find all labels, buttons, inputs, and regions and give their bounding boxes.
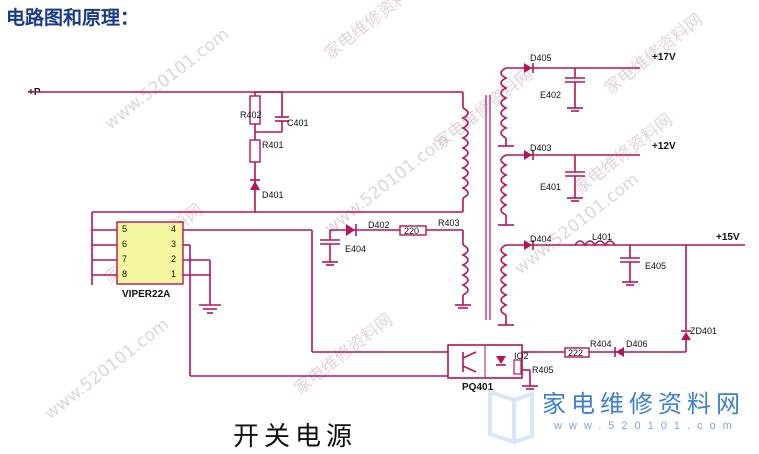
watermark-text: 家电维修资料网 [321, 0, 427, 64]
logo-text: 家电维修资料网 [542, 390, 745, 418]
opto-transistor [462, 351, 477, 373]
ic-pin: 5 [122, 224, 127, 234]
transformer-aux-winding [461, 244, 469, 296]
label-pq401: PQ401 [462, 382, 494, 393]
inductor-l401 [574, 240, 616, 247]
diode-d402 [346, 224, 355, 236]
label-r403: R403 [438, 218, 460, 228]
label-zd401: ZD401 [690, 326, 717, 336]
label-e402: E402 [540, 90, 561, 100]
label-e404: E404 [345, 244, 366, 254]
logo-url: www.520101.com [554, 420, 739, 432]
diode-d403 [524, 150, 532, 160]
resistor-r401 [249, 139, 261, 163]
ic-pin: 4 [171, 224, 176, 234]
label-d405: D405 [530, 53, 552, 63]
resistor-r403 [399, 225, 427, 236]
transformer-secondary-17v [500, 67, 508, 139]
label-r401: R401 [262, 140, 284, 150]
transformer-primary [461, 107, 469, 199]
resistor-r404 [564, 347, 590, 358]
ic-viper22a [116, 221, 184, 285]
diode-d406 [616, 347, 624, 357]
label-r405: R405 [532, 365, 554, 375]
label-e405: E405 [645, 261, 666, 271]
rail-label-17v: +17V [652, 52, 676, 63]
label-d401: D401 [262, 190, 284, 200]
ic-pin: 1 [171, 269, 176, 279]
diode-d405 [524, 63, 532, 73]
label-io2: IO2 [514, 351, 529, 361]
label-r402: R402 [240, 110, 262, 120]
watermark-text: 家电维修资料网 [291, 310, 397, 399]
ic-name: VIPER22A [122, 289, 170, 300]
ic-pin: 7 [122, 254, 127, 264]
value-r403: 220 [404, 226, 419, 236]
label-e401: E401 [540, 182, 561, 192]
diode-d404 [524, 240, 532, 250]
transformer-secondary-15v [500, 244, 508, 316]
value-r404: 222 [568, 348, 583, 358]
watermark-text: www.520101.com [101, 24, 233, 133]
label-d403: D403 [530, 143, 552, 153]
diode-d401 [250, 181, 260, 190]
ic-pin: 6 [122, 239, 127, 249]
resistor-r405 [513, 359, 522, 375]
zener-zd401 [681, 332, 691, 340]
resistor-r402 [249, 95, 261, 125]
label-l401: L401 [592, 232, 612, 242]
watermark-text: www.520101.com [41, 314, 173, 423]
ic-pin: 8 [122, 269, 127, 279]
rail-label-15v: +15V [716, 232, 740, 243]
label-d404: D404 [530, 234, 552, 244]
transformer-secondary-12v [500, 154, 508, 216]
ic-pin: 3 [171, 239, 176, 249]
label-r404: R404 [590, 339, 612, 349]
opto-led [496, 356, 506, 364]
rail-label-12v: +12V [652, 141, 676, 152]
label-c401: C401 [287, 118, 309, 128]
book-icon [488, 389, 534, 445]
label-d406: D406 [626, 339, 648, 349]
page-title: 电路图和原理： [6, 7, 140, 29]
ic-pin: 2 [171, 254, 176, 264]
diagram-caption: 开关电源 [233, 422, 358, 452]
label-d402: D402 [368, 220, 390, 230]
site-logo: 家电维修资料网 www.520101.com [484, 380, 754, 452]
